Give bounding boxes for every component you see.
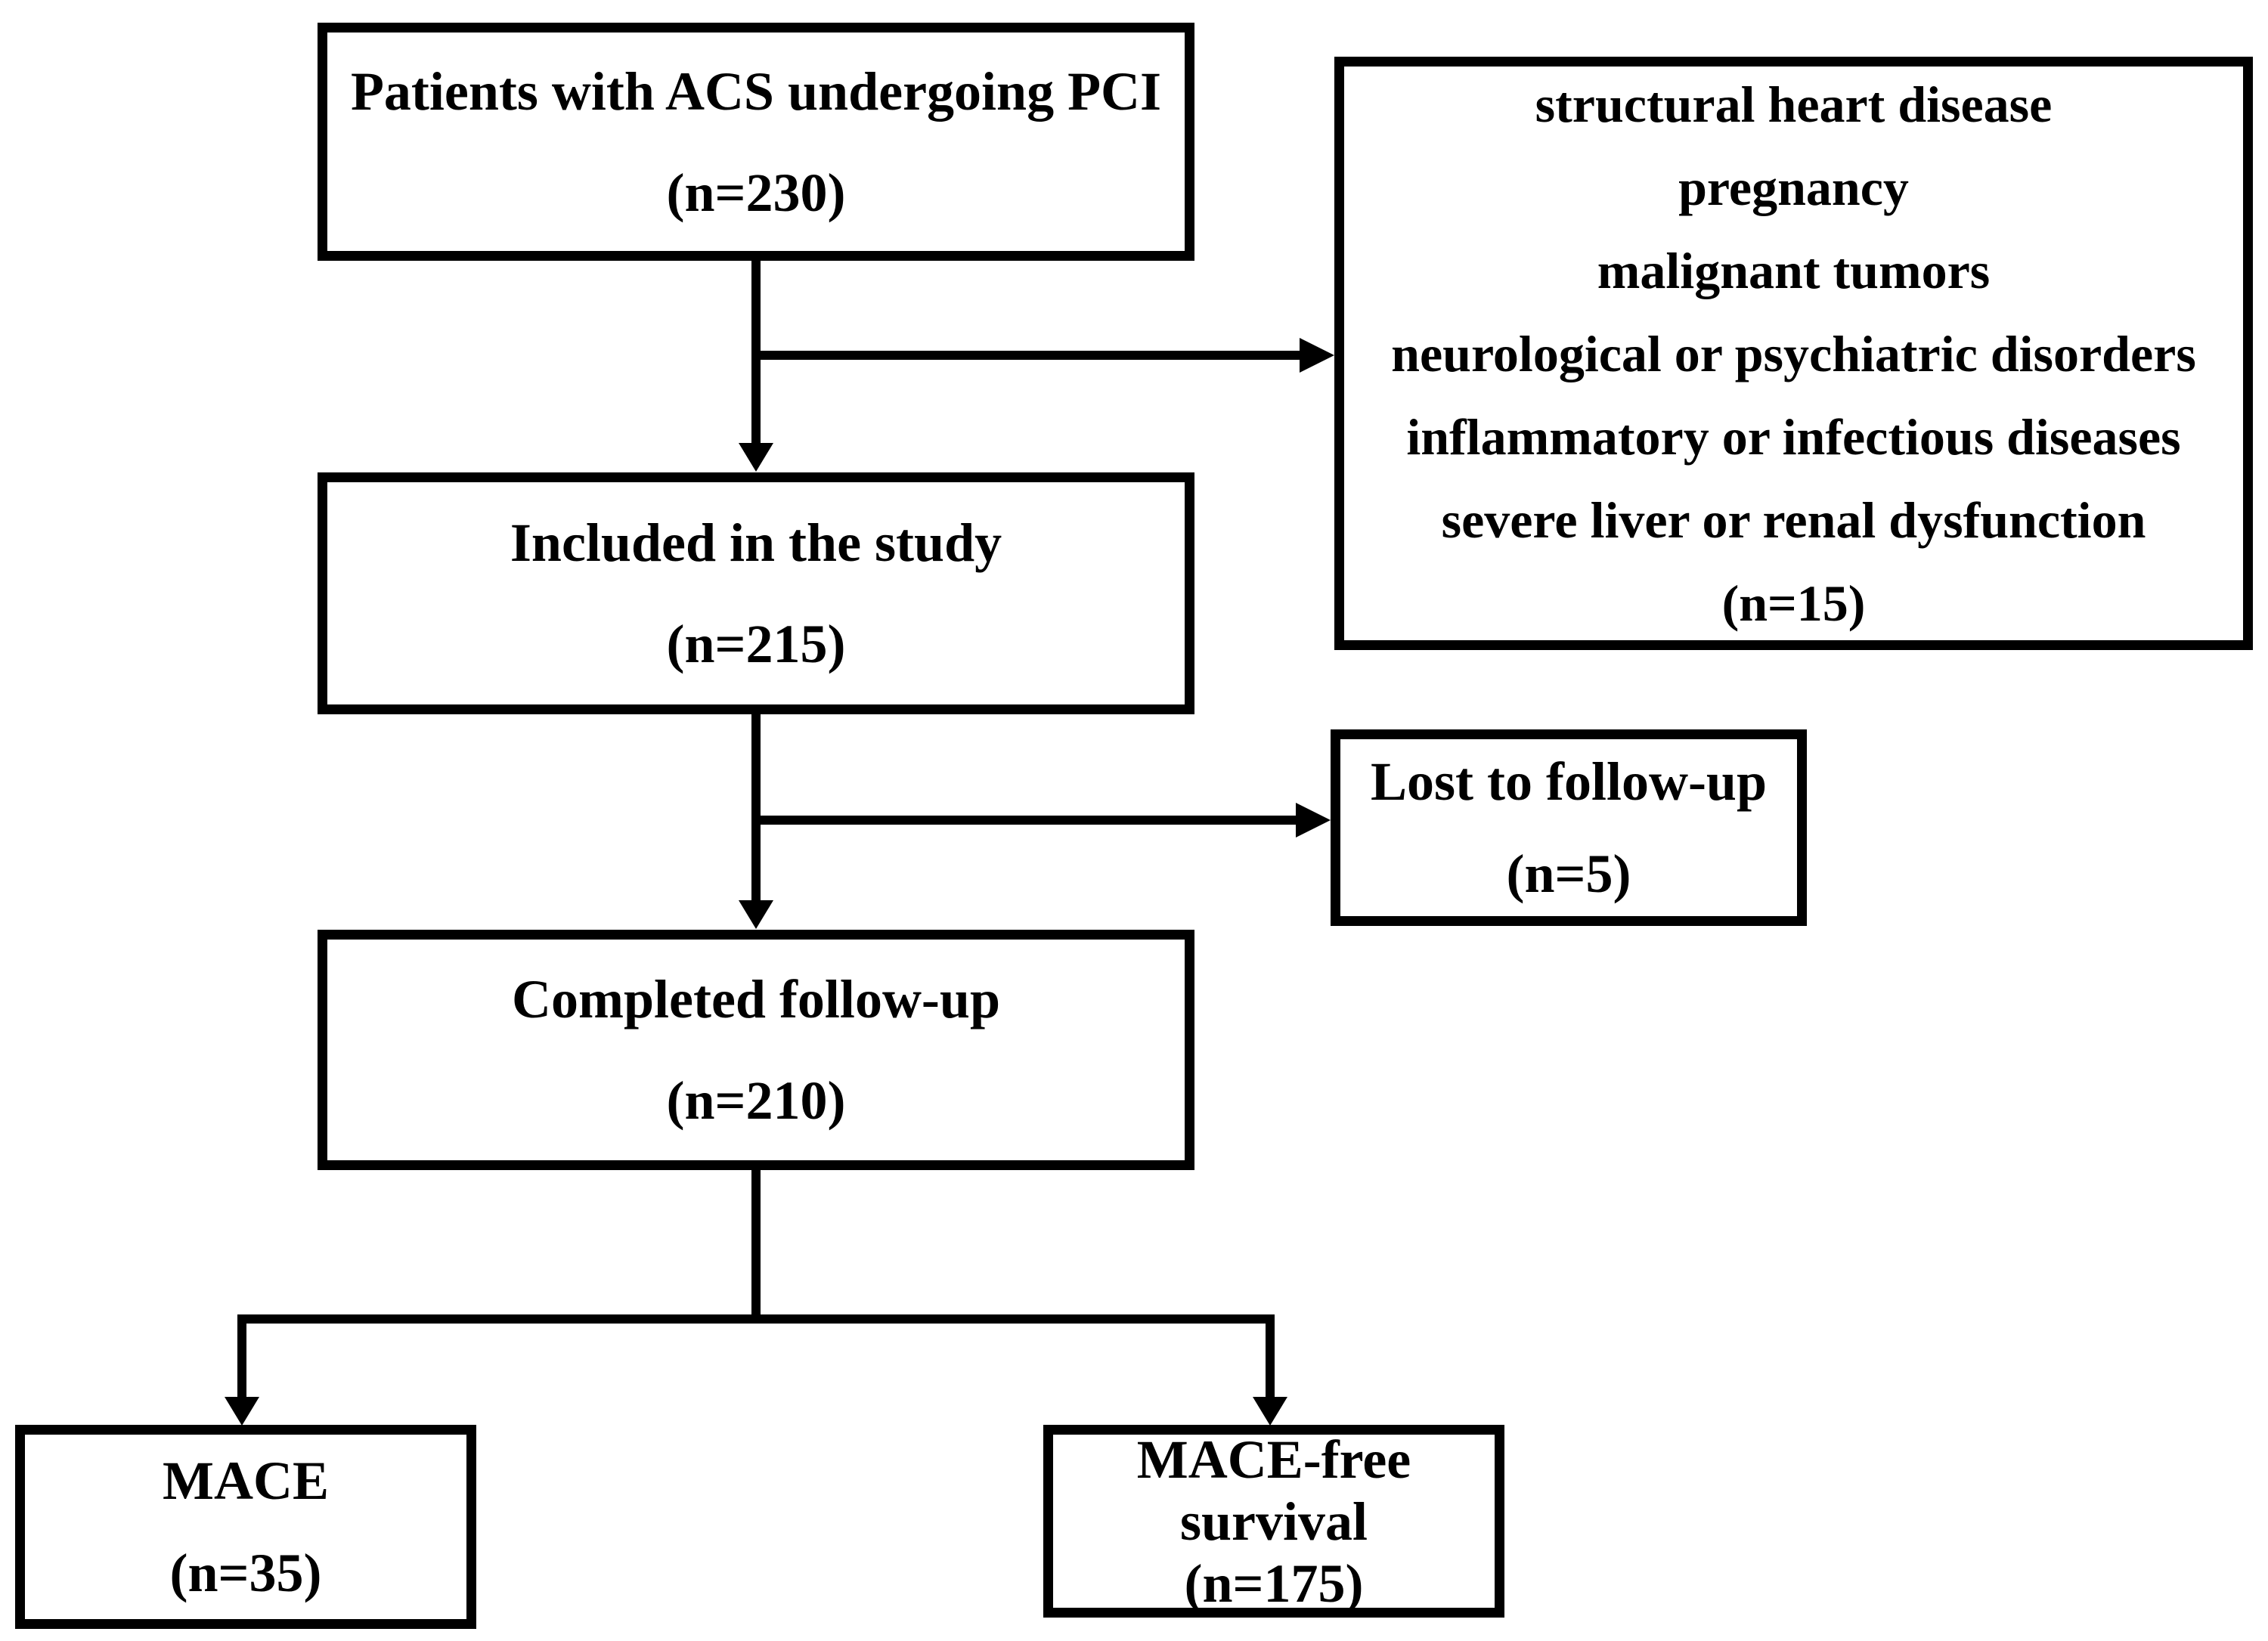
node-text-line: survival <box>1179 1491 1368 1552</box>
node-count-line: (n=15) <box>1721 574 1866 632</box>
connector-to-exclusions <box>751 351 1301 360</box>
node-count-line: (n=5) <box>1506 844 1631 904</box>
arrowhead-down-icon <box>739 900 773 929</box>
connector-branch-to-mace <box>237 1314 246 1398</box>
node-patients-box: Patients with ACS undergoing PCI (n=230) <box>318 23 1194 261</box>
node-text-line: pregnancy <box>1678 158 1909 216</box>
node-count-line: (n=175) <box>1184 1553 1364 1614</box>
node-mace-box: MACE (n=35) <box>15 1425 476 1629</box>
node-exclusions-box: structural heart disease pregnancy malig… <box>1334 57 2253 650</box>
node-text-line: severe liver or renal dysfunction <box>1441 491 2146 549</box>
node-text-line: inflammatory or infectious diseases <box>1406 407 2181 466</box>
node-text-line: Lost to follow-up <box>1370 751 1768 812</box>
connector-included-to-completed <box>751 714 761 902</box>
node-text-line: neurological or psychiatric disorders <box>1391 324 2196 382</box>
node-lost-to-follow-up-box: Lost to follow-up (n=5) <box>1331 729 1807 926</box>
arrowhead-right-icon <box>1296 803 1331 838</box>
node-text-line: MACE <box>163 1451 329 1511</box>
arrowhead-down-icon <box>739 443 773 472</box>
connector-branch-to-mace-free <box>1266 1314 1275 1398</box>
arrowhead-down-icon <box>225 1397 259 1426</box>
node-mace-free-box: MACE-free survival (n=175) <box>1043 1425 1504 1618</box>
node-text-line: Patients with ACS undergoing PCI <box>350 60 1162 122</box>
node-count-line: (n=215) <box>666 614 846 674</box>
node-count-line: (n=210) <box>666 1070 846 1131</box>
arrowhead-down-icon <box>1253 1397 1287 1426</box>
node-included-box: Included in the study (n=215) <box>318 472 1194 714</box>
branch-horizontal-line <box>237 1314 1275 1324</box>
node-text-line: Included in the study <box>510 512 1002 573</box>
node-count-line: (n=230) <box>666 162 846 223</box>
node-text-line: malignant tumors <box>1597 241 1991 299</box>
arrowhead-right-icon <box>1300 338 1334 373</box>
connector-completed-to-branch <box>751 1170 761 1319</box>
node-text-line: Completed follow-up <box>512 969 1000 1029</box>
node-text-line: MACE-free <box>1136 1429 1411 1490</box>
connector-to-lost <box>751 816 1297 825</box>
node-text-line: structural heart disease <box>1535 75 2053 133</box>
node-count-line: (n=35) <box>169 1543 322 1603</box>
node-completed-box: Completed follow-up (n=210) <box>318 930 1194 1170</box>
